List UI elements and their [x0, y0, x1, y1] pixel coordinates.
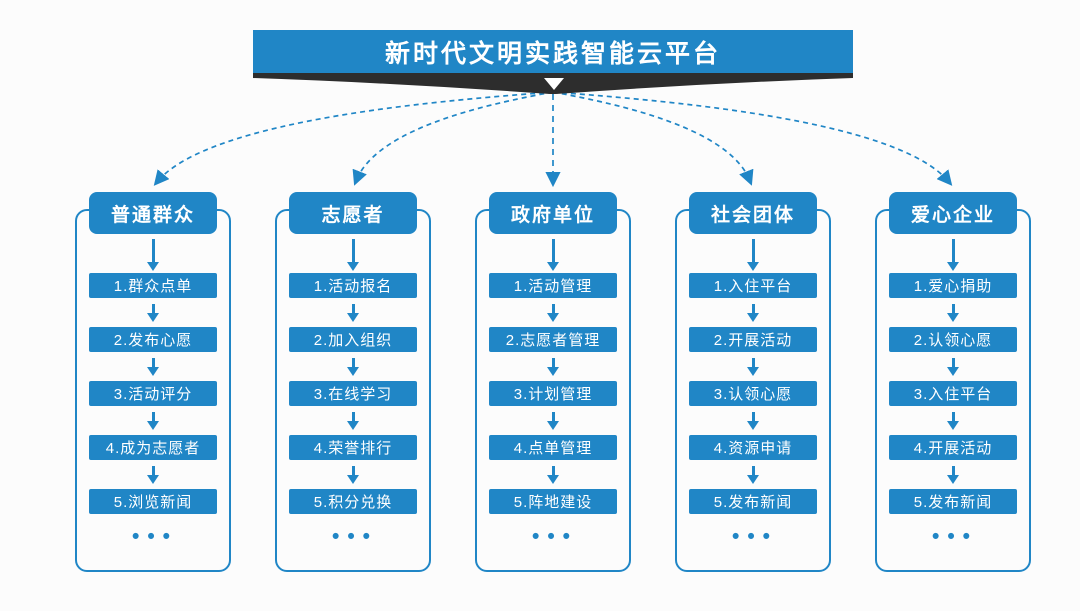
flow-step: 4.资源申请 [689, 435, 817, 460]
flow-step: 2.发布心愿 [89, 327, 217, 352]
column-title: 政府单位 [510, 204, 595, 226]
flow-step: 5.发布新闻 [689, 489, 817, 514]
role-columns: 普通群众 1.群众点单 2.发布心愿 3.活动评分 4.成为志愿者 5.浏览新闻… [13, 192, 1080, 572]
down-arrow-icon [544, 78, 564, 90]
flow-arrow-icon [947, 239, 959, 271]
flow-step: 4.成为志愿者 [89, 435, 217, 460]
column-flow: 1.群众点单 2.发布心愿 3.活动评分 4.成为志愿者 5.浏览新闻 ••• [89, 234, 217, 548]
flow-arrow-icon [547, 412, 559, 430]
flow-arrow-icon [347, 304, 359, 322]
flow-arrow-icon [147, 358, 159, 376]
flow-step: 3.在线学习 [289, 381, 417, 406]
flow-arrow-icon [347, 412, 359, 430]
flow-step: 1.活动管理 [489, 273, 617, 298]
flow-step: 5.浏览新闻 [89, 489, 217, 514]
flow-step: 4.荣誉排行 [289, 435, 417, 460]
column-title: 普通群众 [110, 204, 195, 226]
flow-arrow-icon [947, 466, 959, 484]
flow-step: 3.认领心愿 [689, 381, 817, 406]
connector-to-column-1 [153, 91, 554, 186]
flow-arrow-icon [947, 412, 959, 430]
more-steps-dots: ••• [331, 525, 379, 548]
flow-step: 3.计划管理 [489, 381, 617, 406]
more-steps-dots: ••• [931, 525, 979, 548]
banner-ribbon [253, 73, 853, 94]
column-header: 普通群众 [89, 192, 217, 234]
column-social-groups: 社会团体 1.入住平台 2.开展活动 3.认领心愿 4.资源申请 5.发布新闻 … [675, 192, 831, 572]
column-flow: 1.活动报名 2.加入组织 3.在线学习 4.荣誉排行 5.积分兑换 ••• [289, 234, 417, 548]
column-header: 爱心企业 [889, 192, 1017, 234]
connector-to-column-4 [552, 91, 754, 186]
more-steps-dots: ••• [731, 525, 779, 548]
column-title: 爱心企业 [910, 204, 995, 226]
flow-step: 1.入住平台 [689, 273, 817, 298]
column-government: 政府单位 1.活动管理 2.志愿者管理 3.计划管理 4.点单管理 5.阵地建设… [475, 192, 631, 572]
flow-arrow-icon [547, 466, 559, 484]
flow-arrow-icon [547, 358, 559, 376]
flow-arrow-icon [547, 304, 559, 322]
flow-step: 5.发布新闻 [889, 489, 1017, 514]
flow-step: 1.爱心捐助 [889, 273, 1017, 298]
more-steps-dots: ••• [531, 525, 579, 548]
connectors-svg [153, 87, 953, 188]
flow-arrow-icon [747, 304, 759, 322]
flow-step: 3.入住平台 [889, 381, 1017, 406]
column-header: 政府单位 [489, 192, 617, 234]
flow-arrow-icon [547, 239, 559, 271]
flow-step: 1.活动报名 [289, 273, 417, 298]
column-volunteers: 志愿者 1.活动报名 2.加入组织 3.在线学习 4.荣誉排行 5.积分兑换 •… [275, 192, 431, 572]
column-flow: 1.爱心捐助 2.认领心愿 3.入住平台 4.开展活动 5.发布新闻 ••• [889, 234, 1017, 548]
flow-arrow-icon [147, 412, 159, 430]
column-caring-enterprises: 爱心企业 1.爱心捐助 2.认领心愿 3.入住平台 4.开展活动 5.发布新闻 … [875, 192, 1031, 572]
flow-step: 2.志愿者管理 [489, 327, 617, 352]
flow-step: 2.开展活动 [689, 327, 817, 352]
column-flow: 1.活动管理 2.志愿者管理 3.计划管理 4.点单管理 5.阵地建设 ••• [489, 234, 617, 548]
flow-arrow-icon [747, 239, 759, 271]
column-header: 社会团体 [689, 192, 817, 234]
column-header: 志愿者 [289, 192, 417, 234]
connector-to-column-5 [552, 91, 953, 186]
flow-arrow-icon [747, 412, 759, 430]
flow-arrow-icon [347, 466, 359, 484]
platform-banner: 新时代文明实践智能云平台 [253, 30, 853, 73]
flow-arrow-icon [147, 239, 159, 271]
flow-arrow-icon [747, 466, 759, 484]
connector-to-column-2 [352, 91, 554, 186]
column-title: 社会团体 [710, 204, 795, 226]
flow-step: 2.加入组织 [289, 327, 417, 352]
flow-arrow-icon [347, 239, 359, 271]
flow-step: 2.认领心愿 [889, 327, 1017, 352]
flow-arrow-icon [147, 466, 159, 484]
flow-step: 5.积分兑换 [289, 489, 417, 514]
flow-arrow-icon [947, 358, 959, 376]
more-steps-dots: ••• [131, 525, 179, 548]
flow-step: 1.群众点单 [89, 273, 217, 298]
flow-step: 4.开展活动 [889, 435, 1017, 460]
column-general-public: 普通群众 1.群众点单 2.发布心愿 3.活动评分 4.成为志愿者 5.浏览新闻… [75, 192, 231, 572]
flow-step: 5.阵地建设 [489, 489, 617, 514]
flow-step: 4.点单管理 [489, 435, 617, 460]
flow-arrow-icon [747, 358, 759, 376]
platform-title: 新时代文明实践智能云平台 [384, 39, 721, 68]
flow-arrow-icon [347, 358, 359, 376]
flow-arrow-icon [147, 304, 159, 322]
flow-arrow-icon [947, 304, 959, 322]
column-title: 志愿者 [321, 204, 385, 226]
flow-step: 3.活动评分 [89, 381, 217, 406]
column-flow: 1.入住平台 2.开展活动 3.认领心愿 4.资源申请 5.发布新闻 ••• [689, 234, 817, 548]
